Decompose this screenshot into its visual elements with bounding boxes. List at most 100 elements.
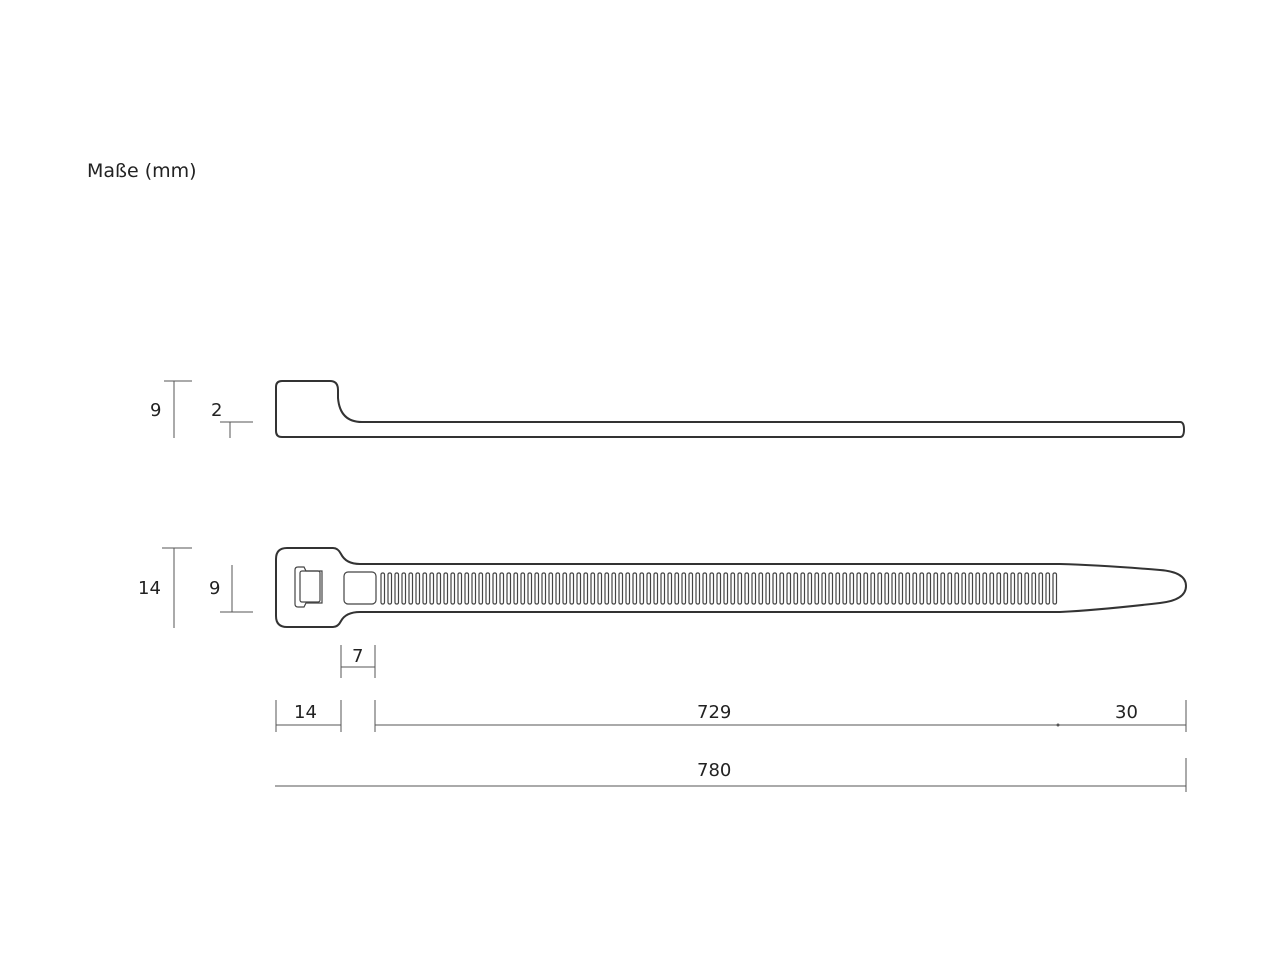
serration-slot — [793, 572, 799, 605]
serration-slot — [807, 572, 813, 605]
serration-slot — [394, 572, 400, 605]
serration-slot — [884, 572, 890, 605]
serration-slot — [926, 572, 932, 605]
serration-slot — [457, 572, 463, 605]
serration-slot — [1003, 572, 1009, 605]
serration-slot — [877, 572, 883, 605]
serration-slot — [996, 572, 1002, 605]
serration-slot — [590, 572, 596, 605]
serration-slot — [730, 572, 736, 605]
serration-slot — [583, 572, 589, 605]
serration-slot — [786, 572, 792, 605]
serration-slot — [478, 572, 484, 605]
serration-slot — [562, 572, 568, 605]
serration-slot — [933, 572, 939, 605]
serration-slot — [576, 572, 582, 605]
serration-slot — [499, 572, 505, 605]
serration-slot — [618, 572, 624, 605]
serration-slot — [597, 572, 603, 605]
serration-slot — [828, 572, 834, 605]
serration-slot — [1038, 572, 1044, 605]
dim-label: 2 — [211, 400, 222, 421]
serration-slot — [401, 572, 407, 605]
dim-label: 780 — [697, 760, 731, 781]
dim-lengths: 14 729 30 780 — [275, 700, 1187, 792]
serration-slot — [548, 572, 554, 605]
serration-slot — [905, 572, 911, 605]
serration-slot — [646, 572, 652, 605]
serration-slot — [639, 572, 645, 605]
serration-slot — [982, 572, 988, 605]
serration-slot — [968, 572, 974, 605]
serration-slot — [814, 572, 820, 605]
dim-label: 14 — [138, 578, 161, 599]
serration-slot — [744, 572, 750, 605]
serration-slot — [849, 572, 855, 605]
serration-slot — [604, 572, 610, 605]
drawing-title: Maße (mm) — [87, 160, 197, 182]
serration-slot — [541, 572, 547, 605]
serration-slot — [632, 572, 638, 605]
serration-slot — [709, 572, 715, 605]
serration-slot — [569, 572, 575, 605]
serration-slot — [513, 572, 519, 605]
serration-slot — [471, 572, 477, 605]
serration-slot — [429, 572, 435, 605]
serration-slot — [688, 572, 694, 605]
serration-slot — [954, 572, 960, 605]
dim-label: 14 — [294, 702, 317, 723]
serration-slot — [919, 572, 925, 605]
side-view — [275, 380, 1186, 438]
serration-slot — [758, 572, 764, 605]
serration-slot — [485, 572, 491, 605]
serration-slot — [408, 572, 414, 605]
dim-label: 729 — [697, 702, 731, 723]
dim-side-thickness: 2 — [211, 400, 253, 438]
serration-slot — [961, 572, 967, 605]
top-view — [275, 547, 1188, 628]
serration-slot — [1052, 572, 1058, 605]
serration-slot — [415, 572, 421, 605]
serration-slot — [842, 572, 848, 605]
serration-slot — [695, 572, 701, 605]
serration-slot — [555, 572, 561, 605]
serration-slot — [660, 572, 666, 605]
serration-slot — [912, 572, 918, 605]
serration-slot — [898, 572, 904, 605]
serration-slot — [450, 572, 456, 605]
serration-slot — [625, 572, 631, 605]
serration-slot — [772, 572, 778, 605]
serration-slot — [940, 572, 946, 605]
serration-slot — [436, 572, 442, 605]
lock-window — [343, 571, 377, 605]
serration-slot — [751, 572, 757, 605]
dim-strap-width: 9 — [209, 565, 253, 613]
serration-slot — [611, 572, 617, 605]
dim-label: 7 — [352, 646, 363, 667]
serration-slot — [667, 572, 673, 605]
serration-slot — [800, 572, 806, 605]
dim-side-height: 9 — [150, 380, 192, 438]
serration-slot — [387, 572, 393, 605]
serration-slot — [527, 572, 533, 605]
serration-slot — [723, 572, 729, 605]
serration-slot — [702, 572, 708, 605]
serration-slot — [492, 572, 498, 605]
serration-slot — [443, 572, 449, 605]
serration-slot — [1031, 572, 1037, 605]
serration-slot — [947, 572, 953, 605]
serration-slot — [765, 572, 771, 605]
serration-slot — [464, 572, 470, 605]
serrations — [380, 572, 1058, 605]
serration-slot — [674, 572, 680, 605]
serration-slot — [891, 572, 897, 605]
serration-slot — [380, 572, 386, 605]
serration-slot — [1045, 572, 1051, 605]
serration-slot — [506, 572, 512, 605]
serration-slot — [1024, 572, 1030, 605]
serration-slot — [737, 572, 743, 605]
serration-slot — [681, 572, 687, 605]
serration-slot — [534, 572, 540, 605]
serration-slot — [975, 572, 981, 605]
